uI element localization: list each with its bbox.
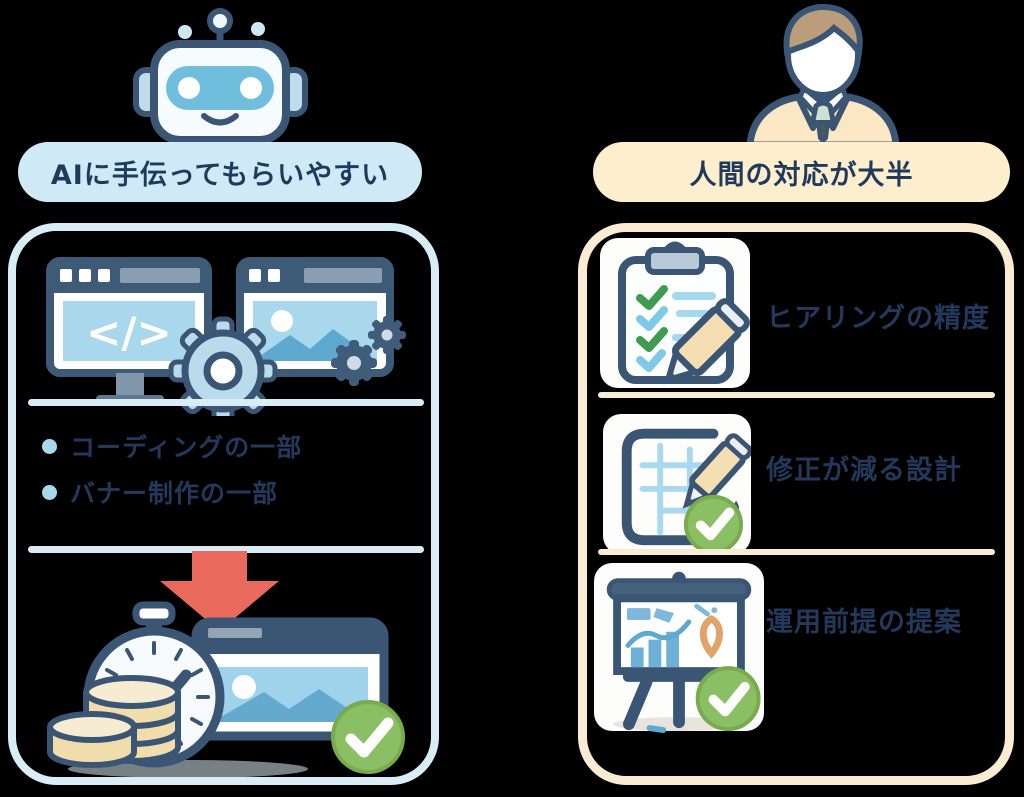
bullet-dot-icon — [42, 484, 57, 500]
left-divider-top — [28, 399, 424, 406]
code-and-design-tools-icon: </> — [46, 257, 406, 416]
gear-large-icon — [168, 316, 278, 416]
down-arrow-icon — [160, 551, 279, 631]
right-divider-2 — [598, 549, 995, 555]
time-cost-result-icon — [47, 601, 405, 778]
row3-label: 運用前提の提案 — [766, 607, 962, 638]
check-circle-icon — [695, 666, 761, 732]
code-glyph: </> — [86, 308, 172, 357]
businessman-icon — [746, 3, 900, 145]
pencil-icon — [663, 298, 750, 385]
clipboard-checklist-icon — [618, 241, 750, 385]
bullet-label: バナー制作の一部 — [70, 479, 279, 508]
table-pencil-icon — [621, 428, 751, 554]
gear-tiny-icon — [368, 316, 406, 354]
right-panel — [578, 223, 1014, 785]
left-divider-bottom — [28, 546, 424, 553]
robot-icon — [133, 8, 308, 152]
right-divider-1 — [598, 392, 995, 398]
row2-label: 修正が減る設計 — [766, 455, 962, 486]
row1-label: ヒアリングの精度 — [766, 303, 990, 334]
bullet-label: コーディングの一部 — [70, 433, 303, 462]
left-panel — [8, 223, 439, 785]
right-header-pill: 人間の対応が大半 — [593, 142, 1010, 202]
image-browser-icon — [236, 257, 394, 377]
left-header-label: AIに手伝ってもらいやすい — [50, 159, 390, 191]
list-item: バナー制作の一部 — [42, 469, 302, 515]
presentation-chart-icon — [606, 571, 761, 733]
code-browser-icon: </> — [46, 257, 212, 406]
check-circle-icon — [331, 700, 405, 774]
bullet-dot-icon — [42, 438, 57, 454]
right-header-label: 人間の対応が大半 — [689, 159, 914, 191]
ai-task-list: コーディングの一部 バナー制作の一部 — [42, 423, 302, 515]
pencil-icon — [682, 433, 751, 509]
list-item: コーディングの一部 — [42, 423, 302, 469]
coins-icon — [47, 675, 181, 768]
gear-small-icon — [331, 340, 377, 386]
check-circle-icon — [683, 494, 744, 554]
left-header-pill: AIに手伝ってもらいやすい — [18, 142, 422, 202]
